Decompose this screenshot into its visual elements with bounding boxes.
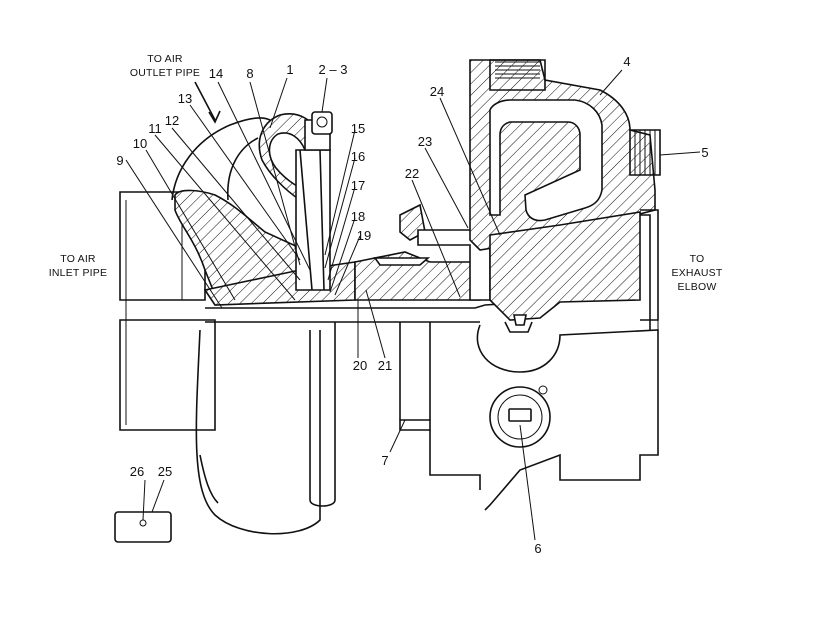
- callout-11: 11: [148, 121, 162, 136]
- callout-numbers: 1 2 – 3 4 5 6 7 8 9 10 11 12 13 14 15 16…: [116, 54, 708, 556]
- turbine-housing: [469, 59, 661, 511]
- callout-14: 14: [209, 66, 223, 81]
- leader-lines: [125, 69, 701, 541]
- callout-5: 5: [701, 145, 708, 160]
- callout-25: 25: [158, 464, 172, 479]
- center-housing: [309, 203, 491, 507]
- callout-21: 21: [378, 358, 392, 373]
- callout-12: 12: [165, 113, 179, 128]
- callout-10: 10: [133, 136, 147, 151]
- callout-17: 17: [351, 178, 365, 193]
- callout-23: 23: [418, 134, 432, 149]
- callout-15: 15: [351, 121, 365, 136]
- caption-air-outlet-line1: TO AIR: [147, 53, 183, 65]
- callout-6: 6: [534, 541, 541, 556]
- captions: TO AIR OUTLET PIPE TO AIR INLET PIPE TO …: [49, 53, 723, 293]
- caption-air-inlet-line1: TO AIR: [60, 253, 96, 265]
- caption-exhaust-line2: EXHAUST: [672, 267, 723, 279]
- callout-26: 26: [130, 464, 144, 479]
- callout-1: 1: [286, 62, 293, 77]
- callout-16: 16: [351, 149, 365, 164]
- callout-19: 19: [357, 228, 371, 243]
- callout-20: 20: [353, 358, 367, 373]
- caption-air-outlet-line2: OUTLET PIPE: [130, 67, 200, 79]
- callout-7: 7: [381, 453, 388, 468]
- callout-18: 18: [351, 209, 365, 224]
- compressor-wheel: [295, 111, 333, 291]
- callout-9: 9: [116, 153, 123, 168]
- caption-exhaust-line3: ELBOW: [678, 281, 717, 293]
- callout-4: 4: [623, 54, 630, 69]
- callout-24: 24: [430, 84, 444, 99]
- caption-air-inlet-line2: INLET PIPE: [49, 267, 107, 279]
- callout-13: 13: [178, 91, 192, 106]
- caption-exhaust-line1: TO: [690, 253, 705, 265]
- callout-8: 8: [246, 66, 253, 81]
- callout-22: 22: [405, 166, 419, 181]
- callout-2-3: 2 – 3: [319, 62, 348, 77]
